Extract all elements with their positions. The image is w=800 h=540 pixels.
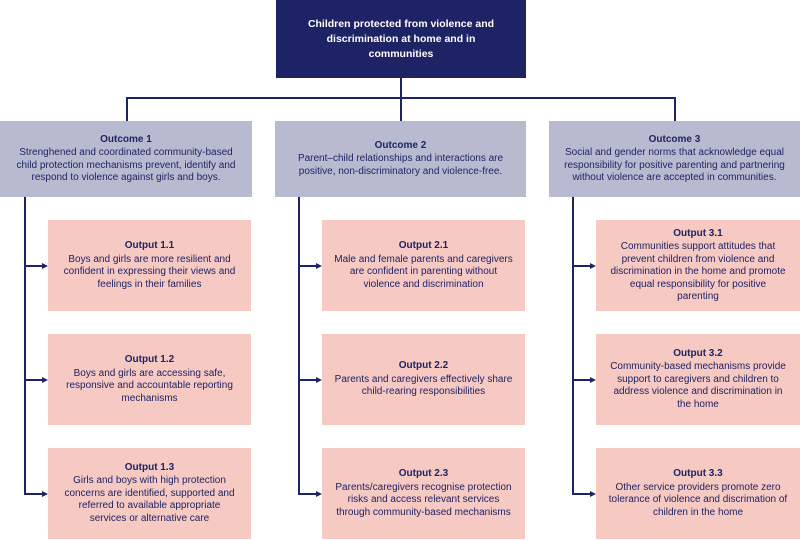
goal-box: Children protected from violence and dis… (276, 0, 526, 78)
output-3-2-title: Output 3.2 (673, 347, 723, 359)
output-1-2-box: Output 1.2 Boys and girls are accessing … (48, 334, 251, 425)
output-1-1-title: Output 1.1 (124, 240, 175, 251)
output-3-1-text: Communities support attitudes that preve… (610, 241, 786, 302)
output-2-1-box: Output 2.1 Male and female parents and c… (322, 220, 525, 311)
branch-2-3 (298, 493, 316, 495)
outcome-2-text: Parent–child relationships and interacti… (297, 153, 504, 177)
outcome-3-drop (674, 97, 676, 121)
branch-1-2 (24, 379, 42, 381)
output-1-1-text: Boys and girls are more resilient and co… (63, 253, 236, 290)
outcome-3-text: Social and gender norms that acknowledge… (564, 147, 785, 183)
outcome-1-title: Outcome 1 (100, 133, 152, 145)
goal-connector (400, 78, 402, 98)
outcome-3-box: Outcome 3 Social and gender norms that a… (549, 121, 800, 197)
outcome-2-drop (400, 97, 402, 121)
outcome-2-box: Outcome 2 Parent–child relationships and… (275, 121, 526, 197)
branch-3-3 (572, 493, 590, 495)
output-3-2-box: Output 3.2 Community-based mechanisms pr… (596, 334, 800, 425)
output-3-3-box: Output 3.3 Other service providers promo… (596, 448, 800, 539)
outcome-1-spine (24, 197, 26, 494)
output-1-2-title: Output 1.2 (124, 354, 175, 365)
arrow-2-2 (316, 376, 322, 383)
outcome-3-title: Outcome 3 (648, 133, 701, 145)
arrow-1-1 (42, 262, 48, 269)
arrow-1-3 (42, 490, 48, 497)
output-2-1-text: Male and female parents and caregivers a… (334, 253, 513, 290)
output-2-2-box: Output 2.2 Parents and caregivers effect… (322, 334, 525, 425)
branch-2-2 (298, 379, 316, 381)
output-1-3-title: Output 1.3 (124, 461, 175, 473)
branch-3-1 (572, 265, 590, 267)
outcome-2-title: Outcome 2 (374, 139, 427, 151)
arrow-3-3 (590, 490, 596, 497)
branch-3-2 (572, 379, 590, 381)
outcome-3-spine (572, 197, 574, 494)
outcome-1-box: Outcome 1 Strenghened and coordinated co… (0, 121, 252, 197)
arrow-1-2 (42, 376, 48, 383)
branch-1-3 (24, 493, 42, 495)
output-2-1-title: Output 2.1 (398, 240, 449, 251)
arrow-2-1 (316, 262, 322, 269)
arrow-3-2 (590, 376, 596, 383)
output-1-1-box: Output 1.1 Boys and girls are more resil… (48, 220, 251, 311)
arrow-2-3 (316, 490, 322, 497)
branch-1-1 (24, 265, 42, 267)
output-3-3-text: Other service providers promote zero tol… (608, 481, 788, 518)
output-1-3-box: Output 1.3 Girls and boys with high prot… (48, 448, 251, 539)
output-2-3-title: Output 2.3 (398, 468, 449, 479)
output-2-3-text: Parents/caregivers recognise protection … (335, 481, 512, 518)
output-2-2-title: Output 2.2 (398, 360, 449, 372)
outcome-1-drop (126, 97, 128, 121)
output-1-2-text: Boys and girls are accessing safe, respo… (66, 367, 233, 404)
output-1-3-text: Girls and boys with high protection conc… (64, 475, 235, 524)
outcome-1-text: Strenghened and coordinated community-ba… (16, 147, 236, 183)
output-2-2-text: Parents and caregivers effectively share… (334, 373, 513, 398)
output-2-3-box: Output 2.3 Parents/caregivers recognise … (322, 448, 525, 539)
goal-text: Children protected from violence and dis… (307, 17, 495, 60)
arrow-3-1 (590, 262, 596, 269)
output-3-2-text: Community-based mechanisms provide suppo… (610, 361, 786, 410)
outcome-2-spine (298, 197, 300, 494)
branch-2-1 (298, 265, 316, 267)
output-3-1-title: Output 3.1 (673, 227, 723, 239)
output-3-1-box: Output 3.1 Communities support attitudes… (596, 220, 800, 311)
output-3-3-title: Output 3.3 (673, 468, 723, 479)
